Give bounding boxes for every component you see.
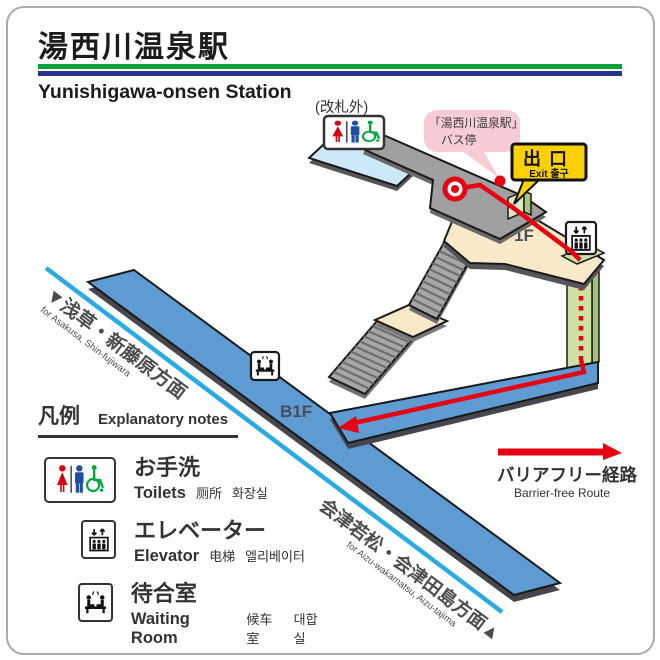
bus-stop-callout: 「湯西川温泉駅」 バス停 bbox=[424, 110, 523, 187]
barrier-free-label-ja: バリアフリー経路 bbox=[497, 465, 637, 485]
toilet-icon bbox=[44, 457, 116, 503]
bus-stop-label-line1: 「湯西川温泉駅」 bbox=[429, 116, 523, 130]
legend-item-elevator: エレベーター Elevator 电梯 엘리베이터 bbox=[38, 520, 328, 566]
legend-underline bbox=[38, 435, 238, 438]
barrier-free-label-en: Barrier-free Route bbox=[514, 486, 610, 500]
legend-waiting-zh: 候车室 bbox=[246, 612, 273, 646]
legend-item-toilets: お手洗 Toilets 厕所 화장실 bbox=[38, 457, 328, 503]
legend: 凡例 Explanatory notes お手洗 Toilets 厕所 화장실 bbox=[38, 400, 328, 648]
elevator-icon bbox=[81, 520, 116, 559]
legend-toilets-ja: お手洗 bbox=[134, 455, 201, 480]
legend-elevator-ko: 엘리베이터 bbox=[245, 549, 305, 564]
legend-elevator-ja: エレベーター bbox=[134, 518, 267, 543]
bus-stop-label-line2: バス停 bbox=[441, 133, 477, 147]
exit-sign-ja: 出口 bbox=[523, 148, 575, 169]
legend-waiting-ko: 대합실 bbox=[293, 612, 318, 646]
barrier-free-arrow-icon bbox=[603, 443, 622, 460]
waiting-room-icon bbox=[77, 583, 113, 622]
legend-heading-ja: 凡例 bbox=[38, 405, 80, 428]
elevator-icon bbox=[564, 220, 598, 256]
legend-toilets-zh: 厕所 bbox=[195, 486, 222, 501]
legend-waiting-ja: 待合室 bbox=[130, 581, 197, 606]
waiting-room-icon bbox=[249, 350, 281, 382]
exit-sign-sub: Exit 출구 bbox=[529, 167, 569, 180]
b1f-platform bbox=[85, 268, 563, 602]
stairs-landing bbox=[372, 303, 450, 342]
toilet-icon bbox=[322, 114, 386, 151]
legend-toilets-ko: 화장실 bbox=[231, 486, 268, 501]
f1-elevator bbox=[560, 220, 606, 265]
legend-item-waiting-room: 待合室 Waiting Room 候车室 대합실 bbox=[38, 583, 328, 648]
legend-elevator-en: Elevator bbox=[134, 547, 200, 565]
exit-sign: 出口 Exit 출구 bbox=[510, 142, 588, 205]
barrier-free-route-arrow bbox=[338, 359, 587, 433]
legend-elevator-zh: 电梯 bbox=[209, 549, 236, 564]
page-title: 湯西川温泉駅 bbox=[38, 31, 230, 64]
legend-toilets-en: Toilets bbox=[134, 484, 186, 502]
legend-waiting-en: Waiting Room bbox=[130, 610, 190, 647]
page-title-en: Yunishigawa-onsen Station bbox=[38, 81, 292, 103]
barrier-free-legend: バリアフリー経路 Barrier-free Route bbox=[497, 443, 637, 500]
header-line-blue bbox=[38, 71, 622, 76]
legend-heading-en: Explanatory notes bbox=[98, 411, 229, 428]
bus-stop-dot bbox=[494, 175, 506, 187]
track-line bbox=[44, 266, 504, 614]
header-line-green bbox=[38, 64, 622, 69]
b1f-label: B1F bbox=[280, 402, 312, 421]
outside-gate-note: (改札外) bbox=[315, 99, 368, 116]
barrier-free-route-upper bbox=[442, 176, 582, 262]
stairs-lower-flight bbox=[327, 319, 416, 399]
